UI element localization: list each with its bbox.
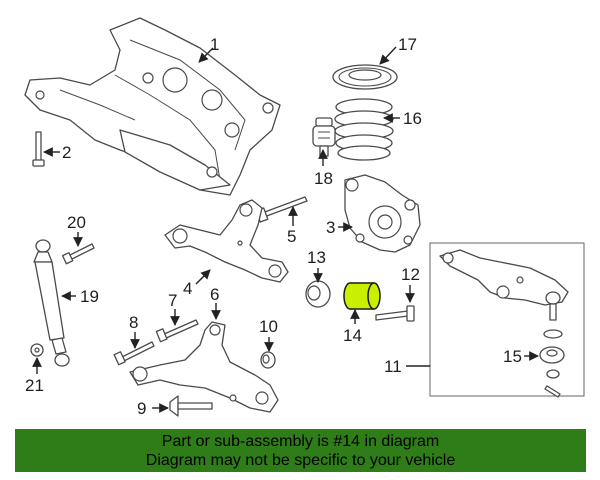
callout-20: 20 [67, 213, 86, 232]
lower-arm-part[interactable] [129, 321, 279, 413]
bolt-part-9[interactable] [169, 395, 213, 417]
callout-8: 8 [129, 313, 138, 332]
bump-stop-part[interactable] [312, 117, 336, 157]
shock-absorber-part[interactable] [33, 239, 70, 367]
callout-6: 6 [210, 285, 219, 304]
bolt-part-12[interactable] [375, 305, 415, 322]
leader-lines [32, 46, 539, 413]
callout-1: 1 [210, 35, 219, 54]
callout-14: 14 [343, 326, 362, 345]
bolt-part-2[interactable] [32, 131, 45, 167]
callout-18: 18 [314, 169, 333, 188]
bolt-part-7[interactable] [155, 319, 199, 343]
bolt-part-5[interactable] [255, 196, 308, 223]
callout-15: 15 [503, 347, 522, 366]
callout-17: 17 [398, 35, 417, 54]
callout-13: 13 [307, 248, 326, 267]
knuckle-part[interactable] [344, 174, 421, 253]
bushing-part-14-highlighted[interactable] [343, 282, 381, 310]
lower-arm-assembly-part[interactable] [439, 249, 569, 306]
upper-arm-part[interactable] [164, 199, 289, 283]
callout-21: 21 [25, 376, 44, 395]
callout-4: 4 [183, 279, 192, 298]
coil-spring-part[interactable] [334, 98, 394, 161]
bolt-part-8[interactable] [113, 341, 155, 366]
callout-10: 10 [259, 317, 278, 336]
callout-2: 2 [62, 143, 71, 162]
bushing-part-10[interactable] [260, 351, 276, 369]
callout-3: 3 [326, 218, 335, 237]
callout-labels: 1 2 17 16 18 3 5 4 13 14 12 19 20 21 7 6… [25, 35, 522, 418]
callout-12: 12 [401, 265, 420, 284]
bolt-part-20[interactable] [61, 243, 95, 265]
callout-19: 19 [80, 287, 99, 306]
callout-7: 7 [168, 291, 177, 310]
callout-5: 5 [287, 227, 296, 246]
callout-16: 16 [403, 109, 422, 128]
crossmember-part[interactable] [24, 17, 281, 196]
info-banner: Part or sub-assembly is #14 in diagram D… [15, 429, 586, 472]
callout-11: 11 [384, 357, 402, 376]
banner-line-part: Part or sub-assembly is #14 in diagram [161, 433, 440, 450]
banner-line-disclaimer: Diagram may not be specific to your vehi… [145, 452, 456, 469]
callout-9: 9 [137, 399, 146, 418]
bushing-part-13[interactable] [305, 280, 331, 308]
ball-joint-part[interactable] [539, 291, 565, 398]
spring-seat-part[interactable] [332, 64, 398, 90]
nut-part-21[interactable] [30, 343, 44, 357]
